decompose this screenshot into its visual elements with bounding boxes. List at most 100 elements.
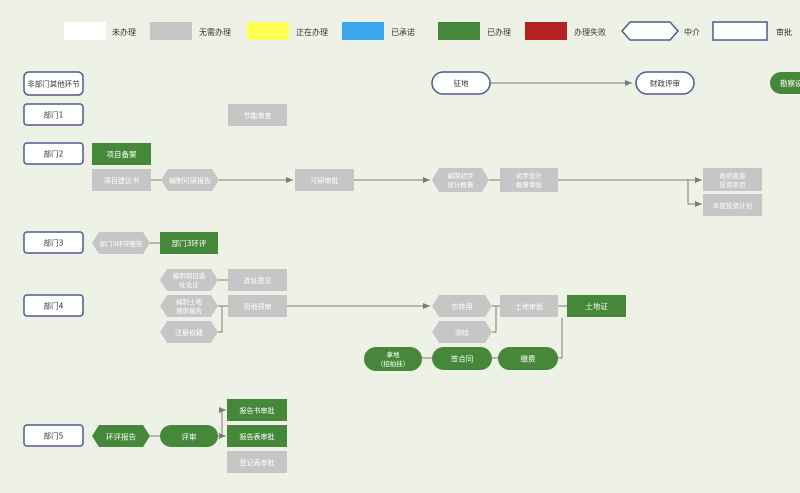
- row-header-dept2-label: 部门2: [44, 149, 64, 159]
- node-dept3-eia-report[interactable]: [92, 232, 150, 254]
- node-report-book-label: 报告书审批: [240, 406, 275, 415]
- node-land-approval-label: 土地审批: [515, 302, 543, 311]
- node-land-acquire-label-1: 拿地: [387, 350, 401, 359]
- row-header-other[interactable]: [23, 71, 84, 96]
- row-dept5-nodes: 环评报告 评审 报告书审批 报告表审批 登记表审批: [92, 399, 287, 473]
- node-pay[interactable]: [498, 347, 558, 370]
- legend-label-intermediary: 中介: [684, 27, 700, 37]
- node-site-opinion[interactable]: [228, 269, 287, 291]
- node-dept3-eia-report-label: 部门3环评报告: [99, 239, 143, 248]
- node-sign-contract[interactable]: [432, 347, 492, 370]
- row-header-dept4-label: 部门4: [44, 301, 64, 311]
- legend-swatch-done: [438, 22, 480, 40]
- connector: [558, 318, 563, 359]
- node-investment-plan-label: 年度投资计划: [713, 201, 752, 210]
- node-report-book[interactable]: [227, 399, 287, 421]
- connector: [218, 305, 223, 333]
- connector: [687, 180, 702, 207]
- node-prelim-design[interactable]: [432, 168, 489, 192]
- node-land-pre-label-2: 预审报告: [176, 306, 203, 315]
- node-site-survey[interactable]: [160, 269, 218, 291]
- node-project-record[interactable]: [92, 143, 151, 165]
- node-energy-review[interactable]: [228, 104, 287, 126]
- node-land-acquire-label-2: （招拍挂）: [377, 359, 410, 368]
- legend-label-not-done: 未办理: [112, 27, 136, 37]
- node-registration[interactable]: [227, 451, 287, 473]
- node-sign-contract-label: 签合同: [451, 354, 474, 364]
- row-dept1-nodes: 节能审查: [228, 104, 287, 126]
- node-report-form[interactable]: [227, 425, 287, 447]
- node-land-sign[interactable]: [431, 71, 491, 95]
- node-land-acquire[interactable]: [364, 347, 422, 371]
- node-survey-map[interactable]: [432, 321, 492, 343]
- node-finance-review[interactable]: [635, 71, 695, 95]
- node-land-use-plan[interactable]: [432, 295, 492, 317]
- connector: [492, 306, 497, 333]
- row-header-dept3-label: 部门3: [44, 238, 64, 248]
- legend: 未办理 无需办理 正在办理 已承诺 已办理 办理失败 中介 审批: [64, 21, 792, 41]
- node-eia-report[interactable]: [92, 425, 150, 447]
- connectors: [150, 80, 702, 439]
- legend-swatch-intermediary: [620, 21, 680, 41]
- node-pay-label: 缴费: [521, 354, 536, 364]
- row-header-dept5-label: 部门5: [44, 431, 64, 441]
- node-dept3-eia[interactable]: [160, 232, 218, 254]
- row-header-dept5[interactable]: [23, 424, 84, 447]
- legend-label-approval: 审批: [776, 27, 792, 37]
- legend-label-no-need: 无需办理: [199, 27, 231, 37]
- node-land-approval[interactable]: [500, 295, 558, 317]
- node-title-verify[interactable]: [160, 321, 218, 343]
- row-header-other-label: 非部门其他环节: [27, 79, 80, 89]
- row-header-dept3[interactable]: [23, 231, 84, 254]
- legend-label-failed: 办理失败: [574, 27, 606, 37]
- legend-swatch-accepted: [342, 22, 384, 40]
- node-prelim-approve[interactable]: [500, 168, 558, 192]
- legend-label-accepted: 已承诺: [391, 27, 415, 37]
- node-land-cert-label: 土地证: [585, 301, 608, 311]
- legend-swatch-in-progress: [247, 22, 289, 40]
- node-finance-review-label: 财政评审: [650, 78, 680, 88]
- node-proposal[interactable]: [92, 169, 151, 191]
- node-land-pre-review[interactable]: [228, 295, 287, 317]
- node-land-cert[interactable]: [567, 295, 626, 317]
- legend-label-done: 已办理: [487, 27, 511, 37]
- node-land-pre[interactable]: [160, 295, 218, 317]
- node-survey-label: 勘察设: [780, 78, 800, 88]
- node-eia-review[interactable]: [160, 425, 218, 447]
- node-feasibility-report-label: 编制可研报告: [169, 176, 211, 185]
- connector: [218, 407, 226, 437]
- node-investment-plan[interactable]: [703, 194, 762, 216]
- node-prelim-design-label-1: 编制初步: [448, 171, 475, 180]
- legend-swatch-not-done: [64, 22, 106, 40]
- node-feasibility-report[interactable]: [161, 169, 219, 191]
- legend-label-in-progress: 正在办理: [296, 27, 328, 37]
- node-land-pre-review-label: 用地预审: [244, 302, 272, 311]
- node-dept3-eia-label: 部门3环评: [172, 238, 207, 248]
- node-land-sign-label: 征地: [454, 78, 469, 88]
- node-survey-map-label: 测绘: [455, 328, 469, 337]
- node-prelim-design-label-2: 设计概算: [448, 180, 475, 189]
- node-proposal-label: 项目建议书: [104, 176, 139, 185]
- node-land-pre-label-1: 编制土地: [176, 297, 203, 306]
- node-title-verify-label: 注册权籍: [175, 328, 203, 337]
- node-feasibility-review[interactable]: [295, 169, 354, 191]
- row-header-dept4[interactable]: [23, 294, 84, 317]
- row-header-dept1-label: 部门1: [44, 110, 64, 120]
- node-eia-review-label: 评审: [182, 432, 197, 442]
- node-gov-invest[interactable]: [703, 168, 762, 191]
- node-site-survey-label-1: 编制项目选: [173, 271, 206, 280]
- row-header-dept1[interactable]: [23, 103, 84, 126]
- node-survey[interactable]: [770, 72, 800, 94]
- legend-swatch-failed: [525, 22, 567, 40]
- node-feasibility-review-label: 可研审批: [311, 176, 339, 185]
- legend-swatch-no-need: [150, 22, 192, 40]
- row-header-dept2[interactable]: [23, 142, 84, 165]
- node-prelim-approve-label-2: 概算审批: [516, 180, 543, 189]
- node-site-survey-label-2: 址论证: [179, 280, 199, 289]
- node-report-form-label: 报告表审批: [240, 432, 275, 441]
- legend-swatch-approval: [712, 21, 768, 41]
- row-headers: 非部门其他环节 部门1 部门2 部门3 部门4 部门5: [23, 71, 84, 447]
- node-prelim-approve-label-1: 初步设计: [516, 171, 543, 180]
